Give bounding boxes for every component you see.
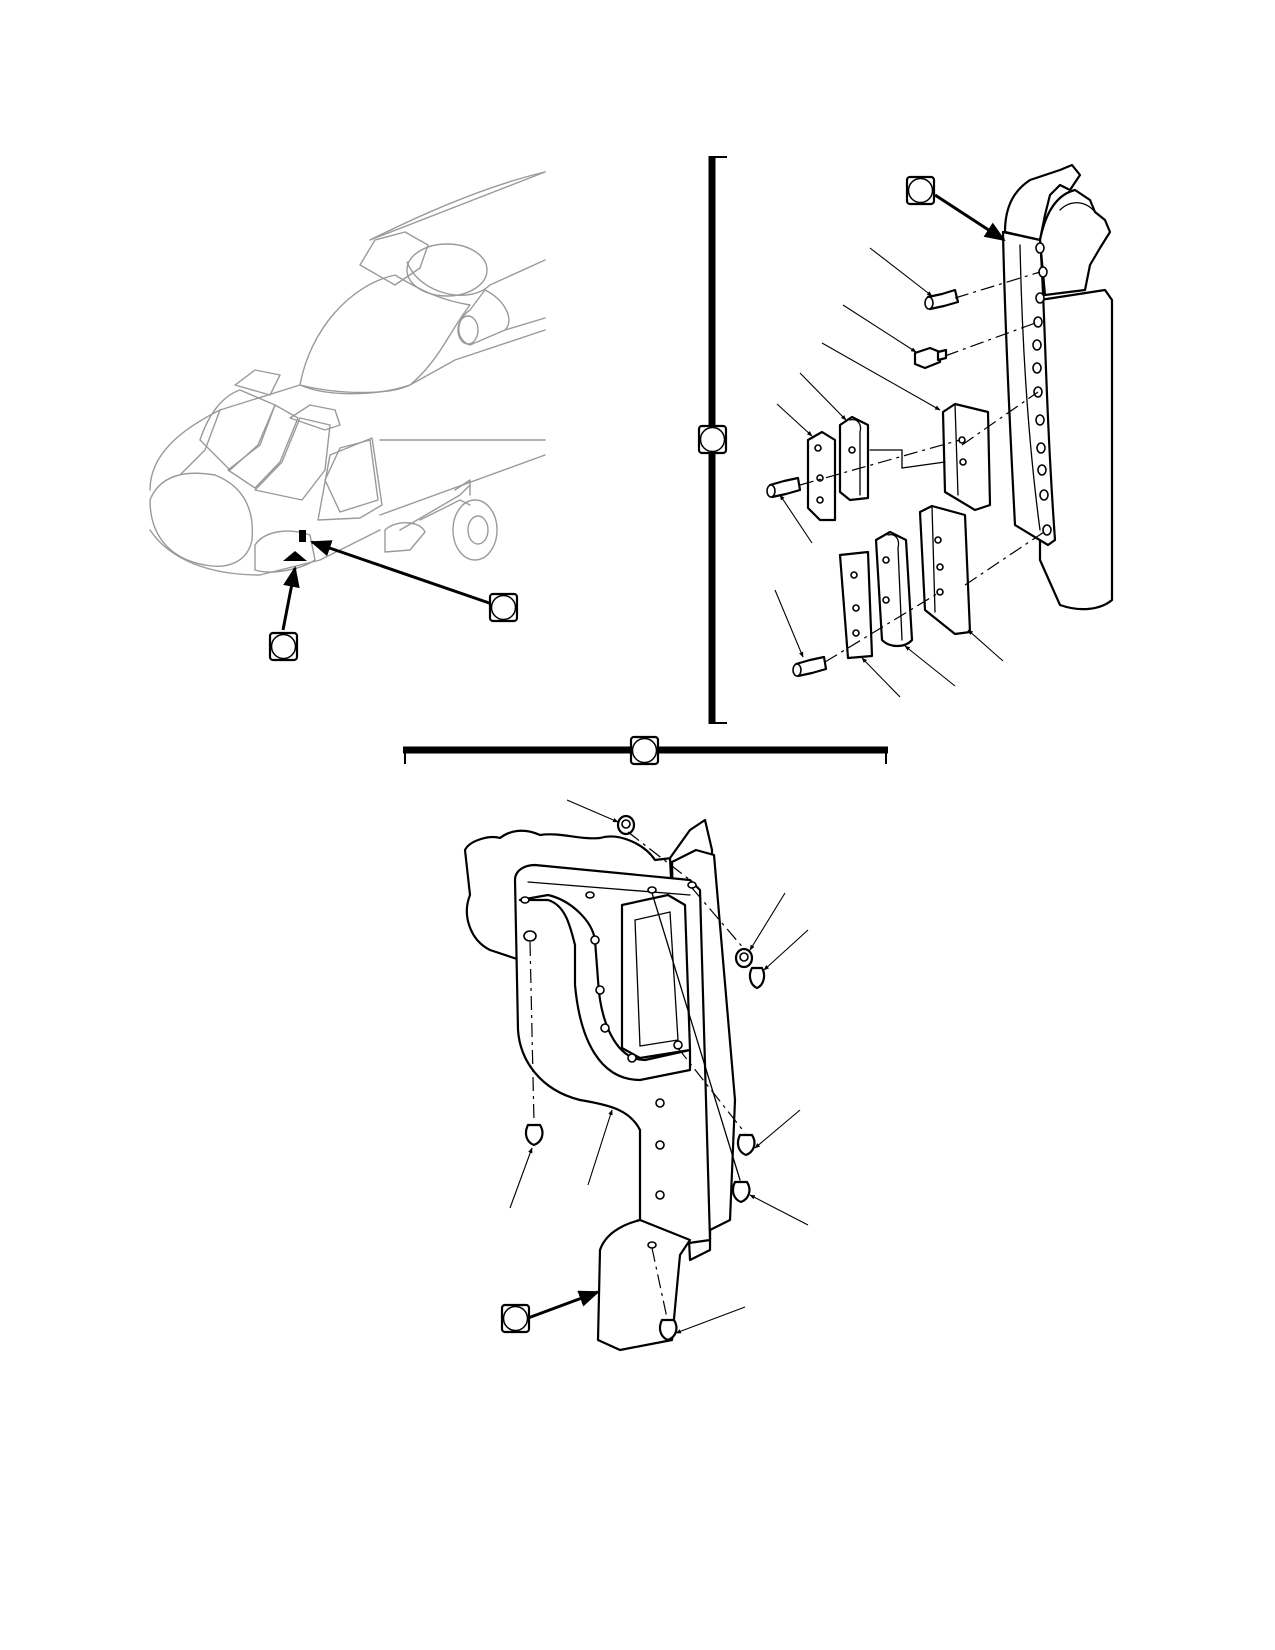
hinge-knuckle-a <box>838 415 870 502</box>
washer-top <box>616 814 636 836</box>
helicopter-locator-view <box>149 171 546 576</box>
hinge-knuckle-b <box>874 530 914 648</box>
fastener-rivet-mid <box>766 476 802 499</box>
hinge-strip-holes <box>1032 242 1052 536</box>
hinge-leaf-d <box>918 504 972 636</box>
rivet-right <box>748 966 766 990</box>
rivet-mid-low <box>731 1180 751 1204</box>
washer-right <box>734 947 754 969</box>
callout-balloon-locator-2 <box>488 592 519 623</box>
locator-arrow-panel <box>281 565 300 631</box>
callout-balloon-hinge <box>905 175 936 206</box>
vertical-view-divider <box>697 156 728 724</box>
fastener-rivet-low <box>792 655 828 678</box>
rivet-bottom <box>658 1318 678 1342</box>
fastener-rivet-top <box>924 288 960 311</box>
hinge-assembly-detail <box>766 163 1114 698</box>
horizontal-view-divider <box>403 735 888 766</box>
hinge-leaf-b <box>941 402 992 512</box>
access-panel-marker <box>283 530 307 561</box>
fastener-bolt <box>913 346 948 370</box>
callout-balloon-bracket <box>500 1303 531 1334</box>
rivet-left <box>524 1123 544 1147</box>
locator-arrow-fitting <box>310 540 496 607</box>
callout-balloon-locator-1 <box>268 631 299 662</box>
bracket-fitting-detail <box>463 799 809 1352</box>
rivet-mid <box>736 1133 756 1157</box>
